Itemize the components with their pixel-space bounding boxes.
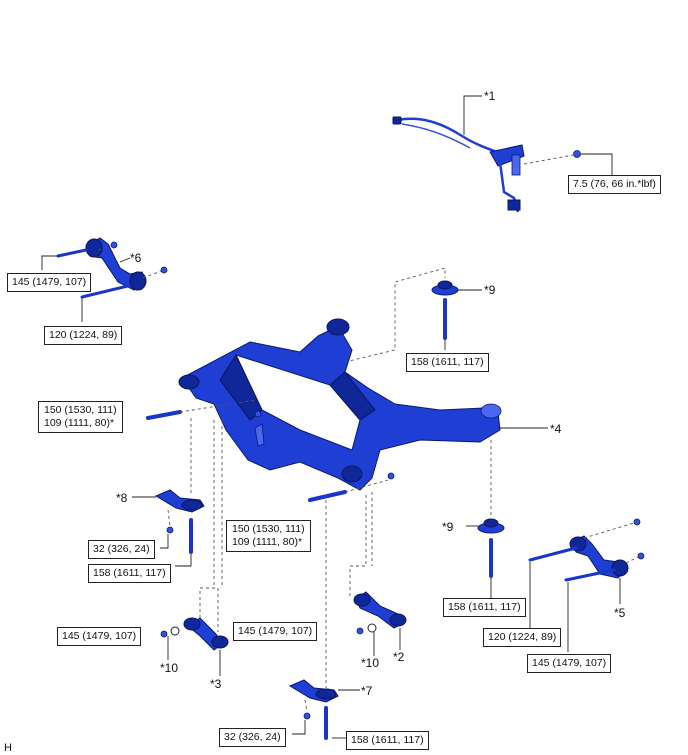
callout-2: *2 <box>393 650 405 664</box>
callout-3: *3 <box>210 677 222 691</box>
sensor-nut <box>573 150 581 158</box>
torque-label-bracket7-bolt: 158 (1611, 117) <box>346 731 429 750</box>
torque-label-link2-nut: 145 (1479, 107) <box>233 622 318 641</box>
lower-arm-5 <box>569 535 629 579</box>
torque-label-right-stopper-bolt: 158 (1611, 117) <box>443 598 526 617</box>
torque-value-primary: 150 (1530, 111) <box>232 523 305 535</box>
upper-control-arm-6 <box>85 237 147 291</box>
torque-label-link3-nut: 145 (1479, 107) <box>57 627 142 646</box>
stopper-9-top <box>431 280 459 296</box>
rear-crossmember <box>178 318 502 491</box>
torque-label-upper-arm-bolt-b: 120 (1224, 89) <box>44 326 123 345</box>
callout-5: *5 <box>614 606 626 620</box>
torque-label-upper-arm-bolt-a: 145 (1479, 107) <box>7 273 92 292</box>
torque-value-secondary: 109 (1111, 80)* <box>44 417 115 429</box>
torque-label-lower-arm5-bolt-b: 145 (1479, 107) <box>527 654 612 673</box>
bracket-8 <box>154 489 205 513</box>
callout-9-top: *9 <box>484 283 496 297</box>
torque-label-top-stopper-bolt: 158 (1611, 117) <box>406 353 489 372</box>
torque-label-sensor: 7.5 (76, 66 in.*lbf) <box>568 175 661 194</box>
torque-label-left-crossmember-bolt: 150 (1530, 111) 109 (1111, 80)* <box>38 401 123 433</box>
callout-10-left: *10 <box>160 661 179 675</box>
torque-value-primary: 150 (1530, 111) <box>44 404 117 416</box>
callout-9-right: *9 <box>442 520 454 534</box>
lower-link-3 <box>183 617 229 651</box>
torque-value-secondary: 109 (1111, 80)* <box>232 536 303 548</box>
callout-6: *6 <box>130 251 142 265</box>
callout-4: *4 <box>550 422 562 436</box>
bracket-7 <box>288 679 339 703</box>
lower-link-2 <box>353 591 407 629</box>
stopper-9-right <box>477 518 505 534</box>
torque-label-lower-arm5-bolt-a: 120 (1224, 89) <box>483 628 562 647</box>
sensor-harness-part <box>392 116 525 213</box>
callout-8: *8 <box>116 491 128 505</box>
torque-label-bracket7-nut: 32 (326, 24) <box>219 728 286 747</box>
torque-label-bracket8-nut: 32 (326, 24) <box>88 540 155 559</box>
torque-label-bracket8-bolt: 158 (1611, 117) <box>88 564 171 583</box>
corner-letter: H <box>4 742 12 754</box>
callout-10-middle: *10 <box>361 656 380 670</box>
callout-1: *1 <box>484 89 496 103</box>
torque-label-middle-crossmember-bolt: 150 (1530, 111) 109 (1111, 80)* <box>226 520 311 552</box>
callout-7: *7 <box>361 684 373 698</box>
